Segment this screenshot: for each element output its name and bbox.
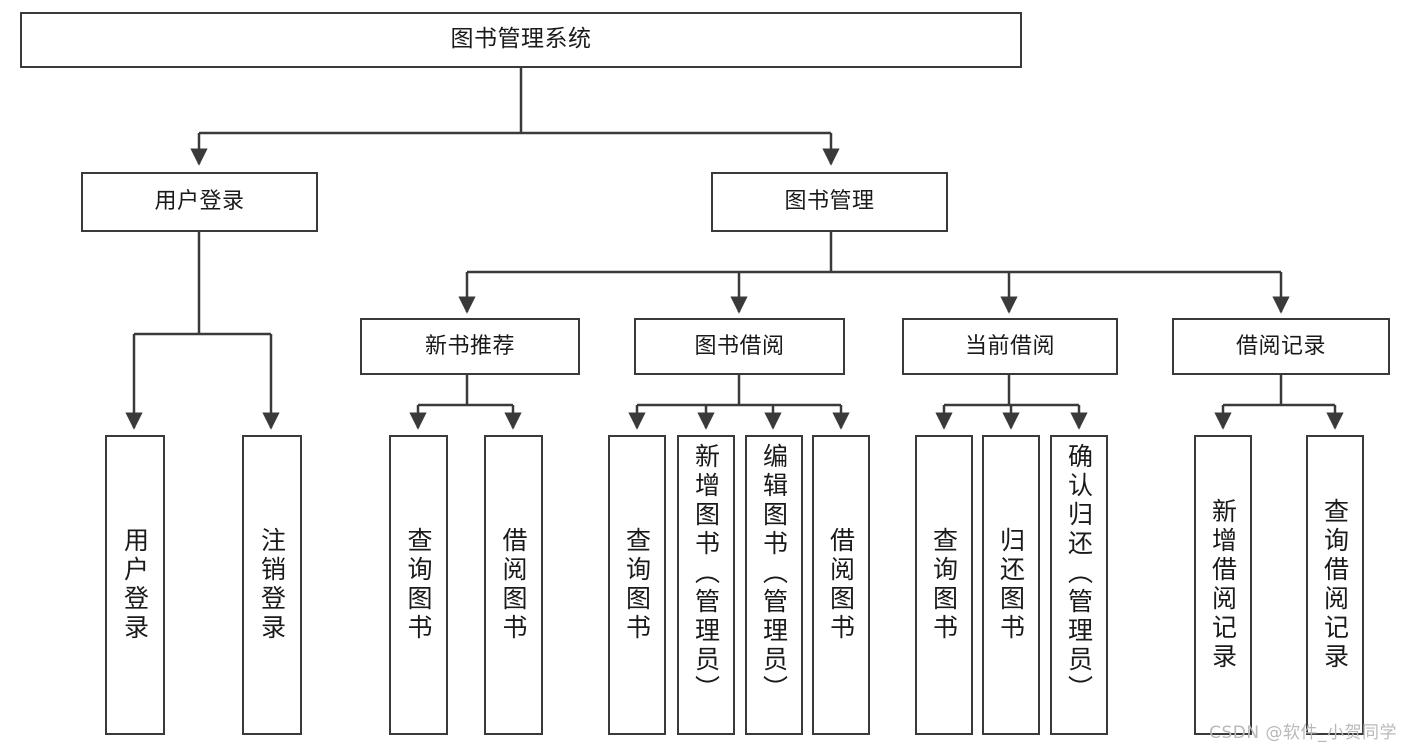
node-label: 查询图书 (404, 527, 433, 643)
node-label: 借阅图书 (499, 527, 528, 643)
leaf-book-borrow-4[interactable]: 借阅图书 (812, 435, 870, 735)
node-root-book-management-system[interactable]: 图书管理系统 (20, 12, 1022, 68)
node-label: 归还图书 (996, 527, 1026, 643)
leaf-current-borrow-3[interactable]: 确认归还（管理员） (1050, 435, 1108, 735)
node-label: 图书管理系统 (450, 26, 592, 53)
leaf-current-borrow-1[interactable]: 查询图书 (915, 435, 973, 735)
node-book-management[interactable]: 图书管理 (711, 172, 948, 232)
node-label: 新增图书（管理员） (691, 443, 721, 704)
leaf-new-book-recommend-2[interactable]: 借阅图书 (484, 435, 543, 735)
leaf-book-borrow-2[interactable]: 新增图书（管理员） (677, 435, 735, 735)
leaf-book-borrow-3[interactable]: 编辑图书（管理员） (745, 435, 803, 735)
leaf-new-book-recommend-1[interactable]: 查询图书 (389, 435, 448, 735)
node-user-login[interactable]: 用户登录 (81, 172, 318, 232)
node-label: 借阅记录 (1235, 333, 1326, 359)
node-label: 注销登录 (257, 527, 287, 643)
leaf-current-borrow-2[interactable]: 归还图书 (982, 435, 1040, 735)
leaf-borrow-record-2[interactable]: 查询借阅记录 (1306, 435, 1364, 735)
node-label: 当前借阅 (964, 333, 1055, 359)
node-label: 新书推荐 (424, 333, 515, 359)
node-current-borrow[interactable]: 当前借阅 (902, 318, 1118, 375)
leaf-borrow-record-1[interactable]: 新增借阅记录 (1194, 435, 1252, 735)
node-borrow-record[interactable]: 借阅记录 (1172, 318, 1390, 375)
node-label: 查询图书 (622, 527, 652, 643)
node-label: 用户登录 (154, 189, 245, 215)
leaf-user-login-2[interactable]: 注销登录 (242, 435, 302, 735)
node-label: 借阅图书 (826, 527, 856, 643)
node-label: 查询借阅记录 (1320, 498, 1350, 672)
node-label: 查询图书 (929, 527, 959, 643)
node-label: 确认归还（管理员） (1064, 443, 1094, 704)
node-book-borrow[interactable]: 图书借阅 (634, 318, 845, 375)
leaf-user-login-1[interactable]: 用户登录 (105, 435, 165, 735)
node-label: 图书管理 (784, 189, 875, 215)
node-label: 图书借阅 (694, 333, 785, 359)
node-new-book-recommend[interactable]: 新书推荐 (360, 318, 580, 375)
leaf-book-borrow-1[interactable]: 查询图书 (608, 435, 666, 735)
node-label: 用户登录 (120, 527, 150, 643)
node-label: 编辑图书（管理员） (759, 443, 789, 704)
node-label: 新增借阅记录 (1208, 498, 1238, 672)
